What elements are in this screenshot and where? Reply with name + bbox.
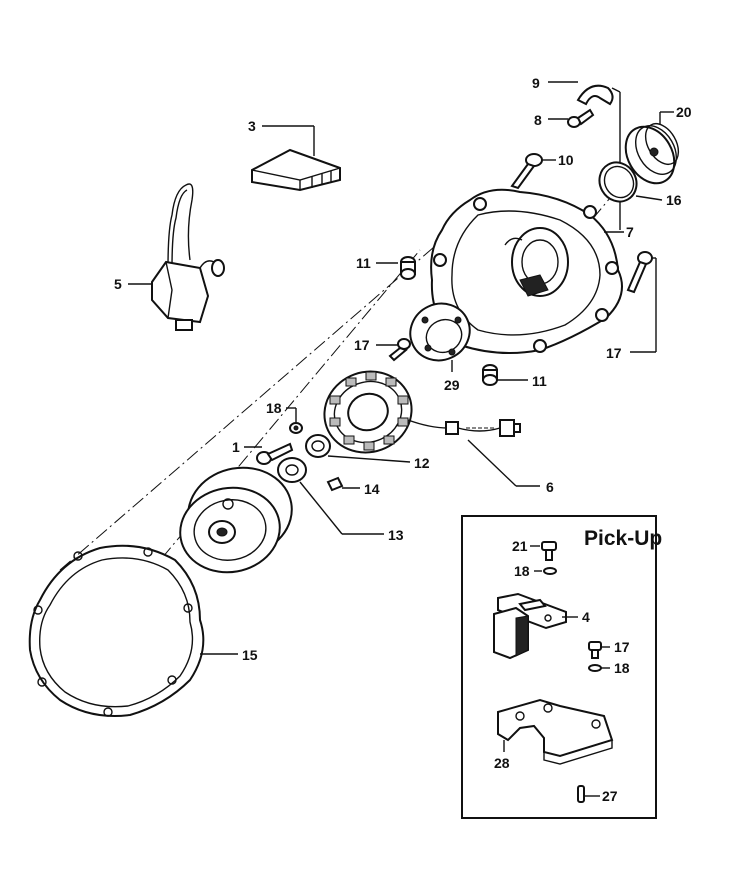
screw-part-17-right [626, 251, 657, 353]
label-5: 5 [114, 276, 122, 292]
dowel-part-upper [376, 256, 416, 280]
screw-part-8 [548, 108, 595, 128]
washer-part-18-inset-top [534, 567, 557, 575]
label-18-inset-top: 18 [514, 563, 530, 579]
stator-part [323, 370, 540, 487]
label-1: 1 [232, 439, 240, 455]
gasket-part [28, 544, 238, 717]
pickup-inset [461, 515, 657, 819]
washer-part-18-left [286, 407, 303, 434]
cover-housing-part [430, 188, 624, 355]
label-12: 12 [414, 455, 430, 471]
bracket-clip-part [548, 81, 621, 230]
label-8: 8 [534, 112, 542, 128]
screw-part-17-inset [588, 641, 610, 659]
key-part-14 [326, 476, 360, 492]
screw-part-10 [510, 153, 556, 190]
pickup-ring-part [409, 302, 471, 372]
bracket-part-28 [497, 698, 614, 765]
screw-part-17-left [376, 338, 411, 362]
label-4: 4 [582, 609, 590, 625]
nut-part-12 [305, 434, 411, 463]
label-28: 28 [494, 755, 510, 771]
pin-part-27 [577, 785, 600, 803]
label-10: 10 [558, 152, 574, 168]
inset-title: Pick-Up [584, 527, 662, 550]
label-6: 6 [546, 479, 554, 495]
label-3: 3 [248, 118, 256, 134]
label-15: 15 [242, 647, 258, 663]
ignition-coil-part [128, 183, 225, 331]
pickup-sensor-part [493, 592, 578, 660]
part-labels: Pick-Up 9 8 20 10 16 7 3 5 11 17 17 29 1… [114, 75, 692, 804]
label-17-right: 17 [606, 345, 622, 361]
cap-part [624, 111, 680, 185]
o-ring-part [598, 161, 663, 203]
screw-part-21 [530, 541, 557, 561]
label-29: 29 [444, 377, 460, 393]
label-11-upper: 11 [356, 255, 371, 271]
label-27: 27 [602, 788, 618, 804]
label-16: 16 [666, 192, 682, 208]
label-20: 20 [676, 104, 692, 120]
washer-part-18-inset-lower [588, 664, 610, 672]
flywheel-part [179, 466, 293, 574]
label-11-lower: 11 [532, 373, 547, 389]
washer-part-13 [277, 457, 384, 535]
label-18-inset-lower: 18 [614, 660, 630, 676]
bolt-part-1 [244, 442, 294, 465]
label-9: 9 [532, 75, 540, 91]
label-21: 21 [512, 538, 528, 554]
label-7: 7 [626, 224, 634, 240]
label-13: 13 [388, 527, 404, 543]
label-18-left: 18 [266, 400, 282, 416]
label-17-left: 17 [354, 337, 370, 353]
label-14: 14 [364, 481, 380, 497]
label-17-inset: 17 [614, 639, 630, 655]
dowel-part-lower [482, 364, 528, 386]
regulator-part [251, 125, 341, 192]
